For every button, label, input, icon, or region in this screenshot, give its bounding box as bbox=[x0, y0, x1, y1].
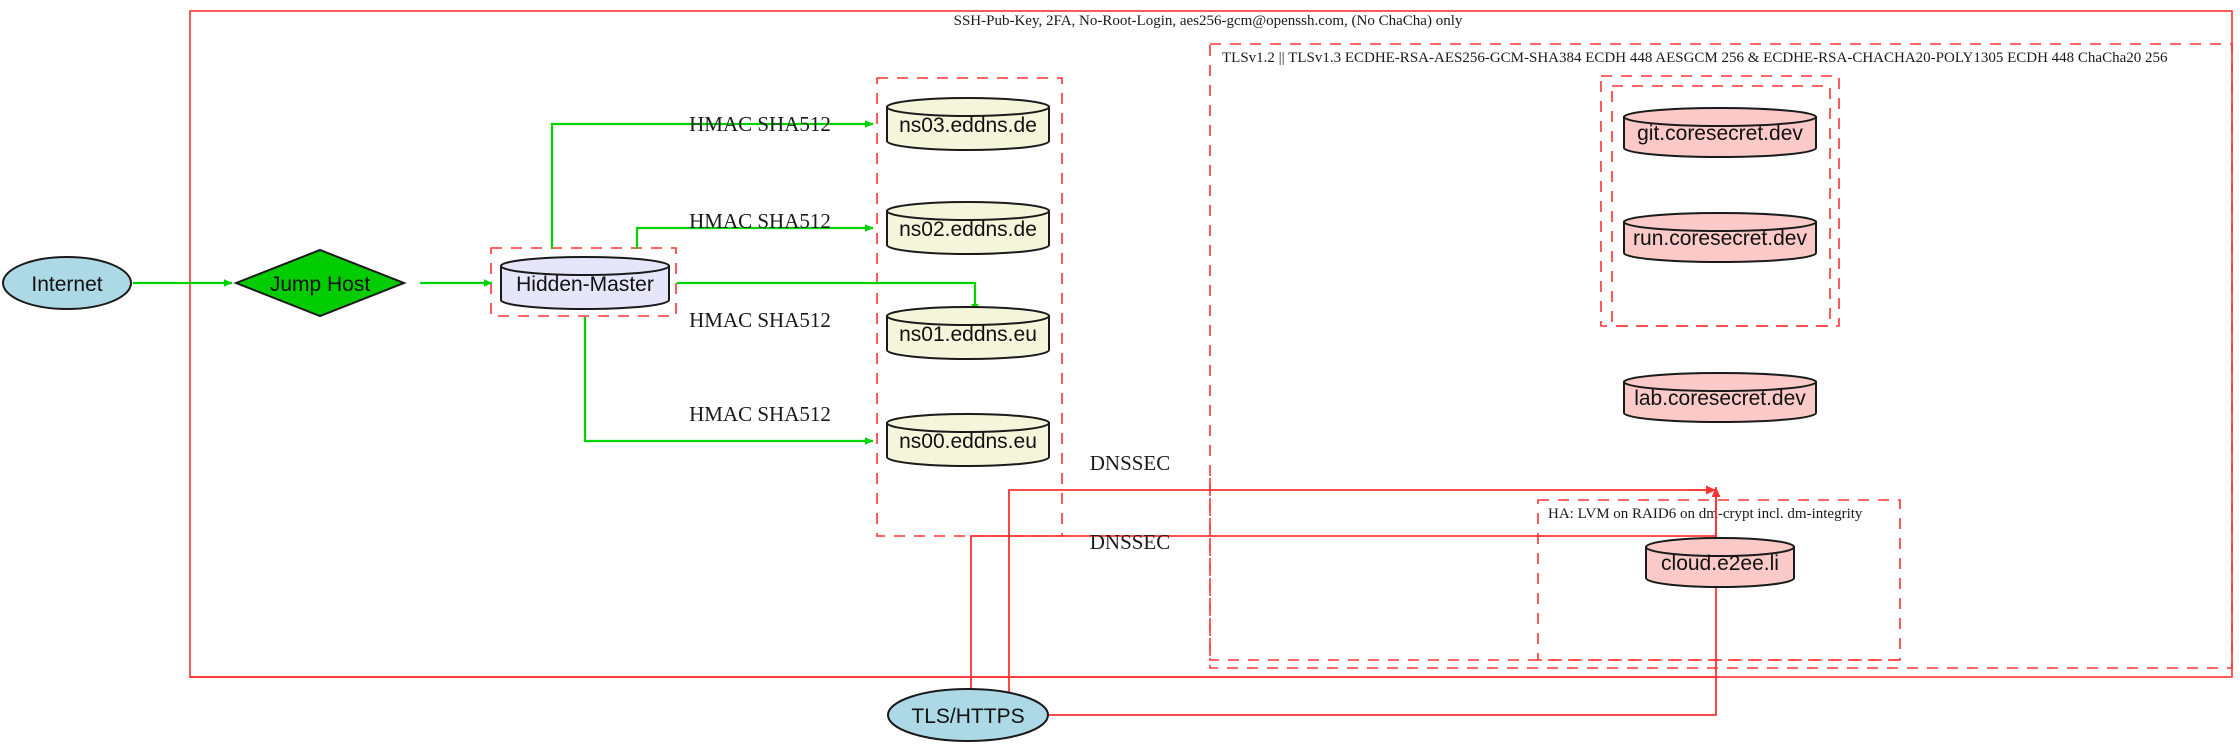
cloud-e2ee-top bbox=[1645, 537, 1795, 557]
cluster-tls: TLSv1.2 || TLSv1.3 ECDHE-RSA-AES256-GCM-… bbox=[1209, 43, 2233, 669]
node-cloud-e2ee[interactable]: cloud.e2ee.li bbox=[1645, 537, 1795, 588]
jump-host-diamond[interactable] bbox=[233, 248, 407, 318]
git-coresecret-top bbox=[1623, 107, 1817, 127]
hidden-master-body[interactable] bbox=[500, 265, 670, 310]
cluster-hidden-master-border bbox=[490, 247, 677, 317]
edge-label-dnssec-upper: DNSSEC bbox=[1090, 451, 1171, 475]
node-run-coresecret[interactable]: run.coresecret.dev bbox=[1623, 212, 1817, 263]
node-ns02[interactable]: ns02.eddns.de bbox=[886, 201, 1050, 255]
edge-hiddenmaster-ns01 bbox=[677, 281, 979, 313]
cluster-coresecret-inner-border bbox=[1611, 85, 1831, 327]
node-git-coresecret[interactable]: git.coresecret.dev bbox=[1623, 107, 1817, 158]
internet-ellipse[interactable] bbox=[2, 256, 132, 310]
node-ns00-label: ns00.eddns.eu bbox=[899, 430, 1037, 453]
cluster-dnssec-rail bbox=[1209, 478, 1900, 661]
edge-label-hmac-ns02: HMAC SHA512 bbox=[689, 209, 831, 233]
ns01-top bbox=[886, 306, 1050, 326]
edge-labels: HMAC SHA512 HMAC SHA512 HMAC SHA512 HMAC… bbox=[689, 112, 1170, 554]
cluster-ssh-border bbox=[189, 10, 2233, 678]
ns03-top bbox=[886, 97, 1050, 117]
edge-label-dnssec-lower: DNSSEC bbox=[1090, 530, 1171, 554]
cluster-tls-label: TLSv1.2 || TLSv1.3 ECDHE-RSA-AES256-GCM-… bbox=[1222, 50, 2168, 66]
cluster-hidden-master bbox=[490, 247, 677, 317]
cluster-ssh: SSH-Pub-Key, 2FA, No-Root-Login, aes256-… bbox=[189, 10, 2233, 678]
tls-https-ellipse[interactable] bbox=[887, 688, 1049, 742]
edge-dnssec-lower bbox=[970, 535, 1716, 715]
edge-label-hmac-ns00: HMAC SHA512 bbox=[689, 402, 831, 426]
node-hidden-master[interactable]: Hidden-Master bbox=[500, 256, 670, 310]
ns03-body[interactable] bbox=[886, 106, 1050, 151]
node-ns02-label: ns02.eddns.de bbox=[899, 218, 1037, 241]
node-run-coresecret-label: run.coresecret.dev bbox=[1633, 227, 1807, 250]
node-internet-label: Internet bbox=[31, 273, 102, 296]
node-jump-host[interactable]: Jump Host bbox=[233, 248, 407, 318]
edges-red bbox=[190, 485, 1721, 716]
edge-hiddenmaster-ns02 bbox=[635, 224, 874, 249]
node-hidden-master-label: Hidden-Master bbox=[516, 273, 654, 296]
git-coresecret-body[interactable] bbox=[1623, 116, 1817, 158]
lab-coresecret-top bbox=[1623, 372, 1817, 392]
cluster-dnssec-rails bbox=[1209, 478, 1900, 661]
ns01-body[interactable] bbox=[886, 315, 1050, 360]
edge-hiddenmaster-ns03 bbox=[550, 120, 874, 249]
cluster-ssh-label: SSH-Pub-Key, 2FA, No-Root-Login, aes256-… bbox=[954, 13, 1463, 29]
node-git-coresecret-label: git.coresecret.dev bbox=[1637, 122, 1803, 145]
cluster-tls-border bbox=[1209, 43, 2233, 669]
cloud-e2ee-body[interactable] bbox=[1645, 546, 1795, 588]
node-ns01[interactable]: ns01.eddns.eu bbox=[886, 306, 1050, 360]
ns00-body[interactable] bbox=[886, 422, 1050, 467]
node-ns00[interactable]: ns00.eddns.eu bbox=[886, 413, 1050, 467]
lab-coresecret-body[interactable] bbox=[1623, 381, 1817, 423]
edge-label-hmac-ns03: HMAC SHA512 bbox=[689, 112, 831, 136]
run-coresecret-top bbox=[1623, 212, 1817, 232]
edges-green bbox=[133, 120, 979, 445]
node-cloud-e2ee-label: cloud.e2ee.li bbox=[1661, 552, 1779, 575]
node-lab-coresecret[interactable]: lab.coresecret.dev bbox=[1623, 372, 1817, 423]
node-ns01-label: ns01.eddns.eu bbox=[899, 323, 1037, 346]
ns02-body[interactable] bbox=[886, 210, 1050, 255]
node-internet[interactable]: Internet bbox=[2, 256, 132, 310]
node-tls-https-label: TLS/HTTPS bbox=[911, 705, 1024, 728]
ns00-top bbox=[886, 413, 1050, 433]
node-jump-host-label: Jump Host bbox=[270, 273, 371, 296]
hidden-master-top bbox=[500, 256, 670, 276]
edge-dnssec-upper bbox=[1008, 489, 1716, 715]
edge-hiddenmaster-ns00 bbox=[583, 317, 874, 445]
ns02-top bbox=[886, 201, 1050, 221]
node-ns03-label: ns03.eddns.de bbox=[899, 114, 1037, 137]
run-coresecret-body[interactable] bbox=[1623, 221, 1817, 263]
edge-tlshttps-right bbox=[1048, 660, 1717, 716]
edge-label-hmac-ns01: HMAC SHA512 bbox=[689, 308, 831, 332]
node-tls-https[interactable]: TLS/HTTPS bbox=[887, 688, 1049, 742]
node-ns03[interactable]: ns03.eddns.de bbox=[886, 97, 1050, 151]
cluster-coresecret-outer bbox=[1600, 75, 1840, 327]
node-lab-coresecret-label: lab.coresecret.dev bbox=[1634, 387, 1806, 410]
cluster-ha-label: HA: LVM on RAID6 on dm-crypt incl. dm-in… bbox=[1548, 506, 1863, 522]
